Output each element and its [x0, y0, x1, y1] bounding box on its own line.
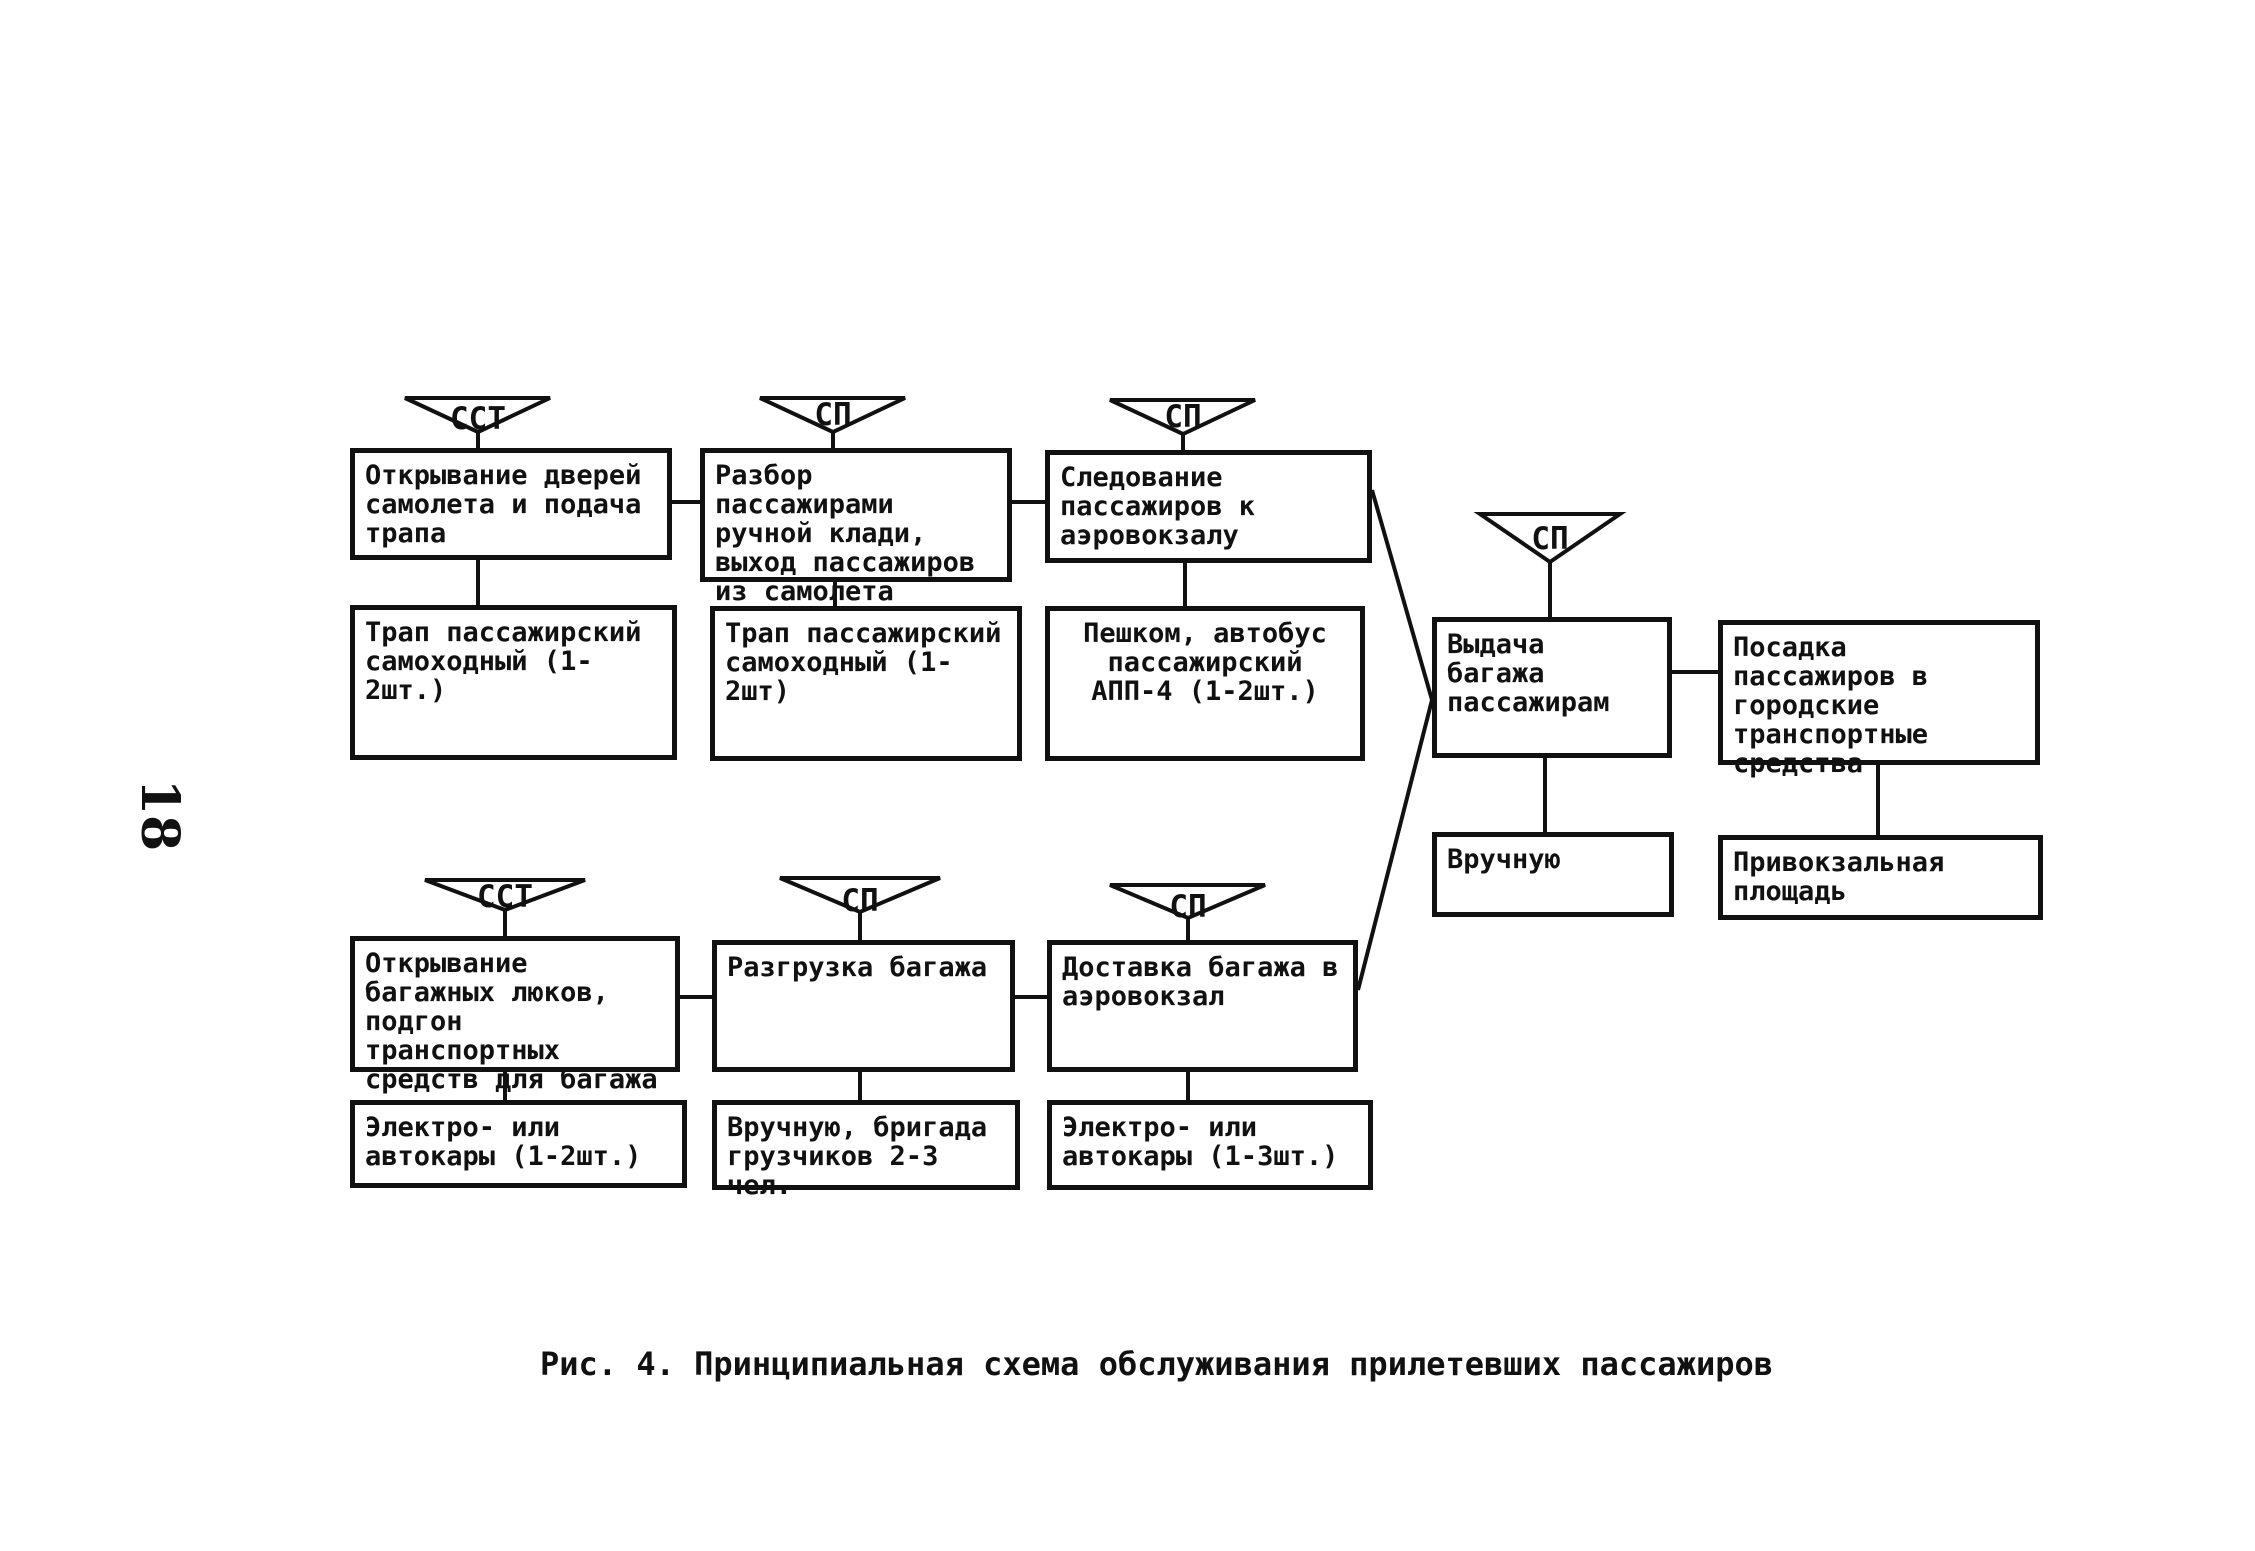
operator-triangle-b1 — [424, 878, 586, 913]
resource-top-2: Трап пассажирский самоходный (1-2шт) — [710, 606, 1022, 761]
page-number: 18 — [129, 778, 190, 852]
figure-caption: Рис. 4. Принципиальная схема обслуживани… — [540, 1345, 1773, 1383]
step-top-1: Открывание дверей самолета и подача трап… — [350, 448, 672, 560]
operator-label-b2: СП — [841, 883, 879, 919]
operator-triangle-b3 — [1109, 883, 1266, 921]
operator-triangle-t2 — [759, 396, 906, 435]
resource-mid-5: Привокзальная площадь — [1718, 835, 2043, 920]
resource-top-3: Пешком, автобус пассажирский АПП-4 (1-2ш… — [1045, 606, 1365, 761]
operator-label-t2: СП — [814, 397, 852, 433]
resource-bot-3: Электро- или автокары (1-3шт.) — [1047, 1100, 1373, 1190]
step-bot-1: Открывание багажных люков, подгон трансп… — [350, 936, 680, 1094]
step-bot-2: Разгрузка багажа — [712, 940, 1015, 1072]
operator-triangle-t3 — [1109, 398, 1256, 437]
resource-mid-4: Вручную — [1432, 832, 1674, 917]
step-top-3: Следование пассажиров к аэровокзалу — [1045, 450, 1372, 563]
step-mid-5: Посадка пассажиров в городские транспорт… — [1718, 620, 2040, 778]
step-mid-4: Выдача багажа пассажирам — [1432, 617, 1672, 758]
operator-label-t3: СП — [1164, 399, 1202, 435]
operator-triangle-b2 — [779, 876, 941, 915]
operator-triangle-t4 — [1473, 512, 1627, 565]
operator-label-t1: ССТ — [450, 401, 506, 437]
resource-bot-1: Электро- или автокары (1-2шт.) — [350, 1100, 687, 1188]
operator-label-b1: ССТ — [477, 879, 533, 915]
operator-triangle-t1 — [404, 396, 551, 435]
resource-bot-2: Вручную, бригада грузчиков 2-3 чел. — [712, 1100, 1020, 1200]
operator-label-b3: СП — [1169, 889, 1207, 925]
operator-label-t4: СП — [1531, 521, 1569, 557]
resource-top-1: Трап пассажирский самоходный (1-2шт.) — [350, 605, 677, 760]
step-top-2: Разбор пассажирами ручной клади, выход п… — [700, 448, 1012, 606]
step-bot-3: Доставка багажа в аэровокзал — [1047, 940, 1358, 1072]
